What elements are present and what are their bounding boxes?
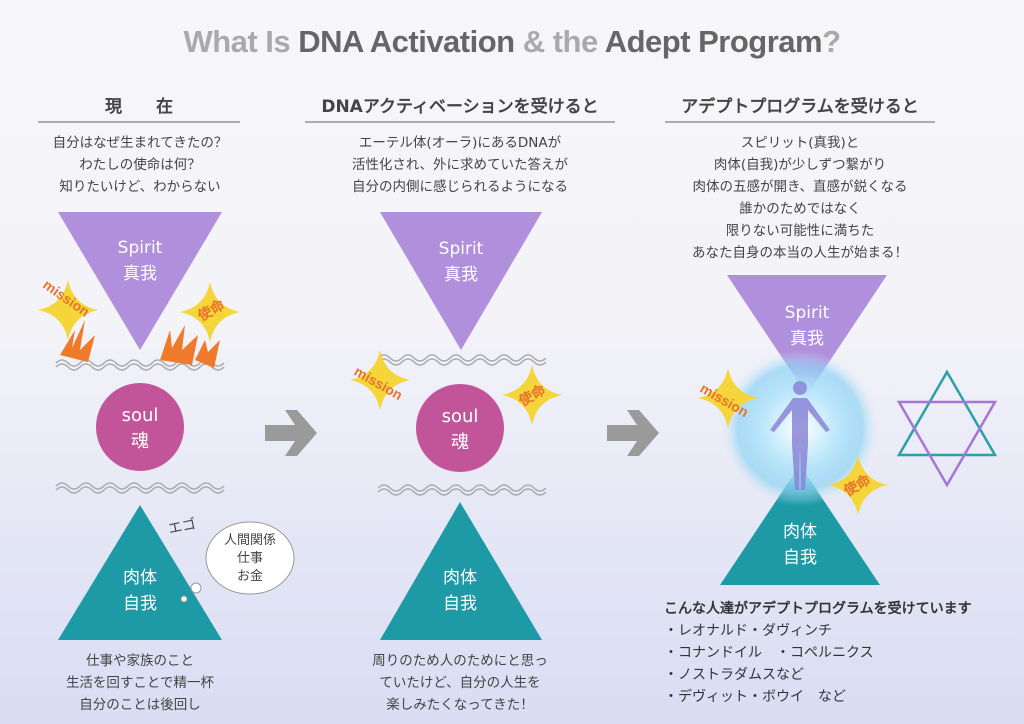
thought-bubble xyxy=(180,521,295,603)
people-list-heading: こんな人達がアデプトプログラムを受けています xyxy=(664,601,972,617)
spirit-triangle xyxy=(58,212,222,350)
soul-circle xyxy=(416,384,504,472)
column-description: エーテル体(オーラ)にあるDNAが活性化され、外に求めていた答えが自分の内側に感… xyxy=(351,135,569,195)
body-label: 肉体自我 xyxy=(123,568,157,614)
body-label: 肉体自我 xyxy=(443,568,477,614)
lightning-icon xyxy=(60,320,220,368)
page-title: What Is DNA Activation & the Adept Progr… xyxy=(183,24,841,59)
list-item: ・コナンドイル ・コペルニクス xyxy=(664,645,874,661)
list-item: ・レオナルド・ダヴィンチ xyxy=(664,623,832,639)
soul-circle xyxy=(96,383,184,471)
spirit-triangle xyxy=(727,275,887,395)
column-description: スピリット(真我)と肉体(自我)が少しずつ繋がり肉体の五感が開き、直感が鋭くなる… xyxy=(692,135,908,261)
bubble-text: 人間関係仕事お金 xyxy=(223,533,276,584)
column-header-adept-program: アデプトプログラムを受けると xyxy=(665,92,935,123)
people-list: こんな人達がアデプトプログラムを受けています ・レオナルド・ダヴィンチ ・コナン… xyxy=(664,598,972,708)
wave-divider xyxy=(377,484,547,496)
column-footer: 仕事や家族のこと生活を回すことで精一杯自分のことは後回し xyxy=(65,653,215,713)
column-description: 自分はなぜ生まれてきたの？わたしの使命は何？知りたいけど、わからない xyxy=(52,135,228,195)
column-footer: 周りのため人のためにと思っていたけど、自分の人生を楽しみたくなってきた！ xyxy=(372,653,548,713)
body-triangle xyxy=(380,502,542,640)
star-of-david-icon xyxy=(896,369,998,488)
wave-divider xyxy=(55,482,225,494)
body-label: 肉体自我 xyxy=(783,522,817,568)
arrow-icon xyxy=(607,410,659,456)
body-triangle xyxy=(58,505,222,640)
column-header-dna-activation: DNAアクティベーションを受けると xyxy=(305,92,615,123)
spirit-triangle xyxy=(380,212,542,350)
list-item: ・デヴィット・ボウイ など xyxy=(664,689,846,705)
list-item: ・ノストラダムスなど xyxy=(664,667,804,683)
body-triangle xyxy=(720,465,880,585)
human-figure-icon xyxy=(770,381,830,490)
arrow-icon xyxy=(265,410,317,456)
column-header-current: 現 在 xyxy=(38,92,240,123)
wave-divider xyxy=(377,354,547,366)
